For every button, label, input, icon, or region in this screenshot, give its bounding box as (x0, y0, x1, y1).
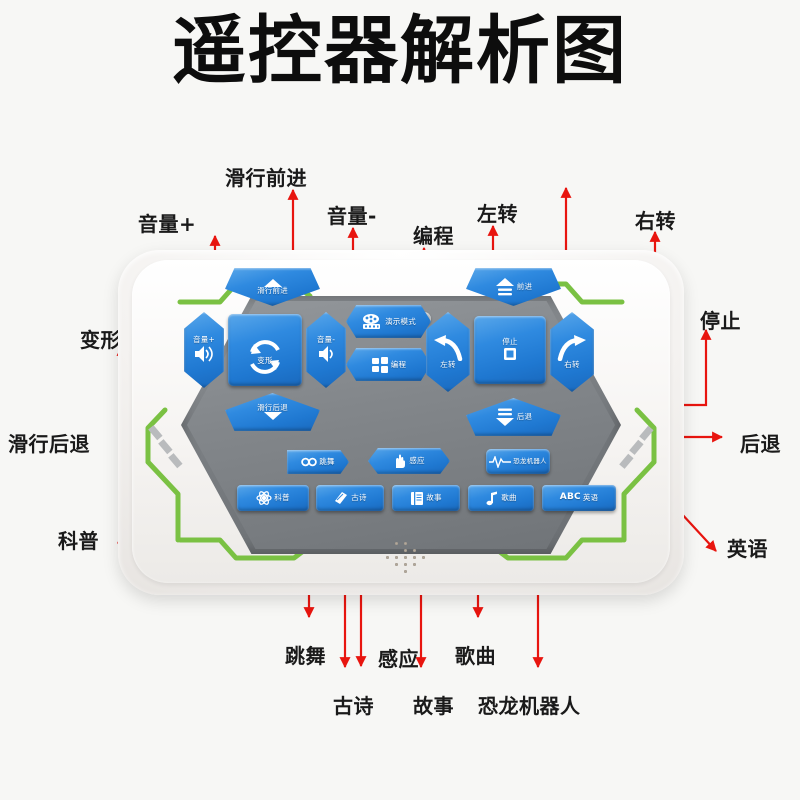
dancing-figures-icon (301, 456, 318, 468)
button-label-turn-right: 右转 (564, 360, 580, 370)
button-label-dino-robot: 恐龙机器人 (513, 457, 547, 466)
button-label-volume-up: 音量+ (193, 335, 215, 345)
button-turn-left[interactable]: 左转 (426, 312, 470, 392)
button-label-song: 歌曲 (501, 493, 517, 503)
button-induction[interactable]: 感应 (368, 448, 450, 474)
button-label-stop: 停止 (502, 336, 518, 346)
scroll-icon (333, 491, 349, 505)
button-volume-up[interactable]: 音量+ (184, 312, 224, 388)
page-title: 遥控器解析图 (172, 8, 628, 94)
callout-label-ancient-poem: 古诗 (333, 694, 374, 718)
button-label-turn-left: 左转 (440, 360, 456, 370)
book-icon (410, 491, 424, 506)
button-stop[interactable]: 停止 (474, 316, 546, 384)
button-label-backward: 后退 (516, 412, 533, 422)
callout-label-song: 歌曲 (455, 644, 496, 668)
curved-arrow-right-icon (556, 335, 588, 362)
button-label-induction: 感应 (409, 456, 425, 466)
speaker-grille (386, 542, 426, 576)
transform-refresh-icon (242, 336, 288, 378)
button-dino-robot[interactable]: 恐龙机器人 (486, 449, 550, 474)
button-label-transform: 变形 (257, 355, 273, 365)
arrow-up-bars-icon (495, 277, 515, 297)
callout-label-english: 英语 (727, 537, 768, 561)
button-english[interactable]: ABC 英语 (542, 485, 616, 511)
callout-label-dance: 跳舞 (285, 644, 326, 668)
remote-control-device: 滑行前进 音量+ 变形 (118, 250, 684, 595)
button-label-dance: 跳舞 (319, 457, 335, 467)
button-ancient-poem[interactable]: 古诗 (316, 485, 384, 511)
callout-label-programming: 编程 (413, 224, 454, 248)
button-label-english: 英语 (582, 493, 599, 503)
button-label-glide-backward: 滑行后退 (257, 403, 288, 413)
button-transform[interactable]: 变形 (228, 314, 302, 386)
hand-icon (393, 454, 407, 469)
button-programming[interactable]: 编程 (346, 348, 431, 381)
button-science[interactable]: 科普 (237, 485, 309, 511)
button-dance[interactable]: 跳舞 (287, 450, 349, 474)
callout-label-turn-left: 左转 (477, 202, 518, 226)
waveform-icon (489, 455, 512, 468)
music-note-icon (485, 491, 499, 506)
callout-label-induction: 感应 (378, 647, 419, 671)
callout-label-dino-robot: 恐龙机器人 (478, 694, 581, 718)
button-prefix-abc: ABC (559, 492, 581, 503)
callout-label-glide-backward: 滑行后退 (8, 432, 90, 456)
stop-square-icon (502, 346, 518, 362)
arrow-down-bars-icon (495, 407, 515, 427)
speaker-up-icon (192, 344, 216, 364)
film-reel-icon (361, 313, 383, 331)
callout-label-turn-right: 右转 (635, 209, 676, 233)
button-story[interactable]: 故事 (392, 485, 460, 511)
callout-label-story: 故事 (413, 694, 454, 718)
button-label-demo-mode: 演示模式 (385, 316, 416, 326)
windows-blocks-icon (371, 356, 389, 373)
button-label-programming: 编程 (390, 359, 407, 369)
callout-label-transform: 变形 (80, 328, 121, 352)
speaker-down-icon (314, 344, 338, 364)
button-label-story: 故事 (426, 493, 442, 503)
button-label-volume-down: 音量- (316, 335, 336, 345)
callout-label-science: 科普 (58, 529, 99, 553)
callout-label-backward: 后退 (740, 432, 781, 456)
button-turn-right[interactable]: 右转 (550, 312, 594, 392)
atom-icon (256, 490, 272, 506)
callout-label-stop: 停止 (700, 309, 741, 333)
button-label-glide-forward: 滑行前进 (257, 286, 288, 296)
button-demo-mode[interactable]: 演示模式 (346, 305, 431, 338)
callout-label-glide-forward: 滑行前进 (225, 166, 307, 190)
button-label-forward: 前进 (516, 282, 533, 292)
triangle-down-icon (263, 411, 282, 420)
curved-arrow-left-icon (432, 335, 464, 362)
button-label-science: 科普 (274, 493, 290, 503)
button-label-ancient-poem: 古诗 (351, 493, 367, 503)
callout-label-volume-up: 音量+ (138, 212, 197, 236)
triangle-up-icon (263, 279, 282, 288)
callout-label-volume-down: 音量- (327, 204, 377, 228)
button-volume-down[interactable]: 音量- (306, 312, 346, 388)
button-song[interactable]: 歌曲 (468, 485, 534, 511)
